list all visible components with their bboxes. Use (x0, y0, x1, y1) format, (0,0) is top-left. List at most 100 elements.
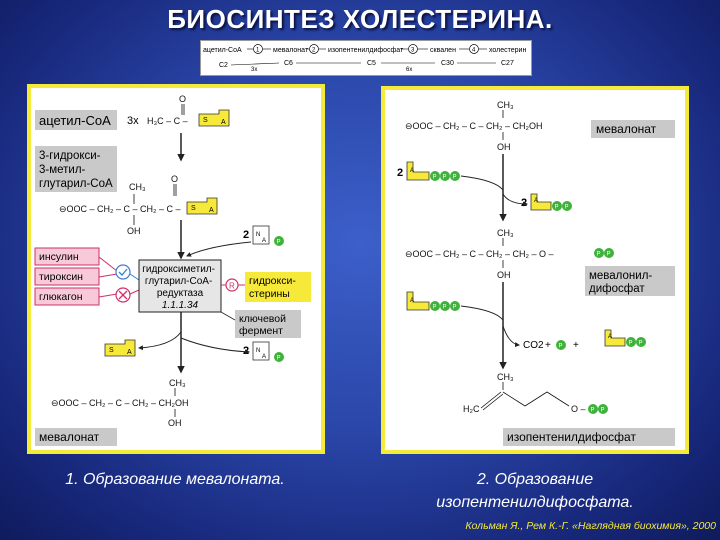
svg-text:P: P (591, 408, 595, 414)
svg-text:P: P (597, 252, 601, 258)
inhibitor-insulin-label (34, 247, 100, 266)
scheme-step: 2 (312, 48, 316, 54)
phosphate-icon (556, 340, 566, 350)
atp-coefficient: 2 (397, 167, 403, 179)
svg-text:CH₃: CH₃ (497, 372, 514, 382)
coa-icon: S A (198, 109, 230, 127)
svg-text:CH₃: CH₃ (169, 378, 186, 388)
hydroxysterols-label (245, 272, 311, 302)
page-title: БИОСИНТЕЗ ХОЛЕСТЕРИНА. (167, 4, 553, 34)
scheme-carbon: C30 (441, 60, 454, 67)
svg-text:A: A (221, 119, 226, 126)
svg-text:глюкагон: глюкагон (39, 291, 83, 303)
svg-text:P: P (453, 305, 457, 311)
activation-check-icon (115, 264, 131, 280)
svg-text:P: P (443, 305, 447, 311)
inhibitors-group: инсулин тироксин глюкагон (34, 247, 140, 306)
svg-text:R: R (229, 282, 235, 291)
isopentenyl-diphosphate-label (503, 428, 675, 446)
svg-text:A: A (127, 349, 132, 356)
atp-icon: A P P P (406, 161, 460, 181)
scheme-carbon: C6 (284, 60, 293, 67)
scheme-carbon: C5 (367, 60, 376, 67)
caption-panel-1: 1. Образование мевалоната. (65, 471, 285, 488)
mevalonate-structure-2: CH₃ ⊖OOC – CH₂ – C – CH₂ – CH₂OH OH (405, 100, 543, 152)
scheme-carbon: C27 (501, 60, 514, 67)
svg-text:P: P (601, 408, 605, 414)
svg-text:O –: O – (571, 404, 586, 414)
scheme-compound: холестерин (489, 47, 526, 54)
co2-label: CO2 (523, 340, 544, 351)
svg-text:P: P (433, 305, 437, 311)
svg-text:S: S (203, 117, 208, 124)
isopentenyl-diphosphate-text: изопентенилдифосфат (507, 430, 636, 444)
svg-text:P: P (629, 341, 633, 347)
adp-icon: A P P (604, 329, 646, 347)
mevalonyl-diphosphate-label (585, 266, 675, 296)
hmg-coa-structure: CH₃ O ⊖OOC – CH₂ – C – CH₂ – C – OH (59, 174, 181, 236)
svg-text:P: P (433, 175, 437, 181)
svg-text:H₂C: H₂C (463, 404, 480, 414)
svg-text:P: P (453, 175, 457, 181)
caption-panel-2: 2. Образование изопентенилдифосфата. (436, 471, 634, 511)
mevalonate-text: мевалонат (39, 430, 100, 444)
svg-text:⊖OOC – CH₂ – C – CH₂ – CH₂OH: ⊖OOC – CH₂ – C – CH₂ – CH₂OH (51, 398, 189, 408)
panel-isopentenyl-diphosphate-formation: CH₃ ⊖OOC – CH₂ – C – CH₂ – CH₂OH OH мева… (381, 86, 689, 454)
svg-text:тироксин: тироксин (39, 271, 83, 283)
mevalonate-structure: CH₃ ⊖OOC – CH₂ – C – CH₂ – CH₂OH OH (51, 378, 189, 428)
scheme-compound: сквален (430, 47, 456, 54)
pathway-overview-scheme: ацетил-CoA 1 мевалонат 2 изопентенилдифо… (200, 40, 532, 76)
svg-text:OH: OH (497, 270, 511, 280)
svg-text:CH₃: CH₃ (497, 100, 514, 110)
atp-icon: A P P P (406, 291, 460, 311)
svg-text:A: A (534, 198, 538, 204)
svg-text:H₃C – C –: H₃C – C – (147, 116, 188, 126)
svg-text:OH: OH (168, 418, 182, 428)
diphosphate-icon: P P (588, 404, 608, 414)
scheme-step: 4 (472, 48, 476, 54)
acetyl-coa-label (35, 110, 117, 130)
nadph-coefficient: 2 (243, 229, 249, 241)
svg-text:+: + (545, 340, 551, 351)
svg-text:A: A (262, 238, 266, 244)
enzyme-name: гидроксиметил- глутарил-CoA- редуктаза (142, 264, 217, 299)
svg-text:P: P (443, 175, 447, 181)
acetyl-coa-text: ацетил-CoA (39, 113, 111, 128)
source-credit: Кольман Я., Рем К.-Г. «Наглядная биохими… (465, 520, 716, 532)
svg-text:OH: OH (127, 226, 141, 236)
mevalonate-text-2: мевалонат (596, 122, 657, 136)
nadp-coefficient: 2 (243, 345, 249, 357)
coa-icon: S A (186, 197, 218, 215)
mevalonyl-diphosphate-text: мевалонил- дифосфат (589, 270, 655, 295)
svg-text:N: N (256, 232, 260, 238)
svg-text:P: P (555, 205, 559, 211)
svg-text:⊖OOC – CH₂ – C – CH₂ – CH₂ – O: ⊖OOC – CH₂ – C – CH₂ – CH₂ – O – (405, 249, 554, 259)
mevalonate-label (35, 428, 117, 446)
svg-text:A: A (410, 298, 414, 304)
scheme-compound: мевалонат (273, 47, 309, 54)
scheme-carbon: C2 (219, 62, 228, 69)
adp-coefficient: 2 (521, 197, 527, 209)
scheme-step: 1 (256, 48, 260, 54)
scheme-compound: изопентенилдифосфат (328, 47, 404, 54)
svg-text:инсулин: инсулин (39, 251, 79, 263)
svg-text:P: P (607, 252, 611, 258)
enzyme-box (138, 259, 222, 313)
svg-text:CH₃: CH₃ (129, 182, 146, 192)
scheme-step: 3 (411, 48, 415, 54)
scheme-multiplier: 3x (251, 67, 257, 73)
svg-text:A: A (608, 334, 612, 340)
key-enzyme-label (235, 310, 301, 338)
svg-text:P: P (559, 344, 563, 350)
svg-text:A: A (410, 168, 414, 174)
svg-text:O: O (171, 174, 178, 184)
panel-mevalonate-formation: ацетил-CoA 3x H₃C – C – O S A 3-гидрокси… (27, 84, 325, 454)
adp-icon: A P P (530, 193, 572, 211)
acetyl-coa-structure: H₃C – C – O (147, 94, 188, 126)
diphosphate-icon: P P (594, 248, 614, 258)
svg-text:P: P (277, 356, 281, 362)
svg-text:N: N (256, 348, 260, 354)
svg-text:OH: OH (497, 142, 511, 152)
mevalonyl-diphosphate-structure: CH₃ ⊖OOC – CH₂ – C – CH₂ – CH₂ – O – OH (405, 228, 554, 280)
svg-text:A: A (262, 354, 266, 360)
